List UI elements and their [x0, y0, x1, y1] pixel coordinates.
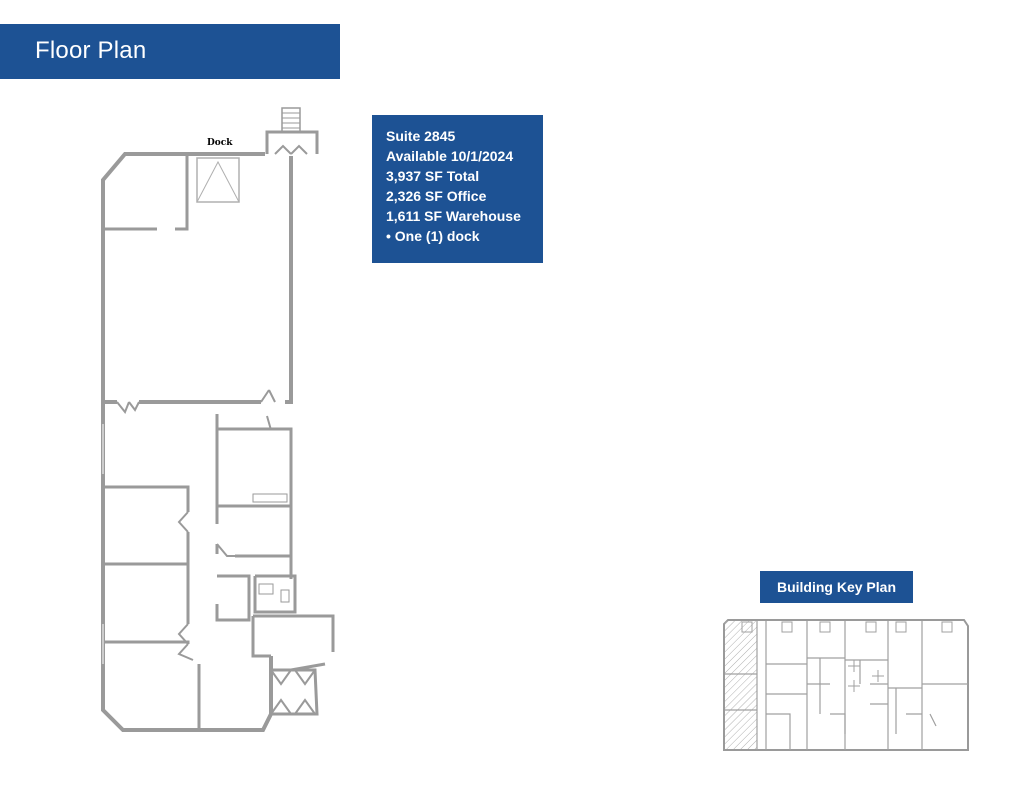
door-swing — [216, 543, 235, 557]
lobby-wall — [251, 614, 335, 672]
warehouse-sf: 1,611 SF Warehouse — [386, 208, 521, 224]
restroom-wall — [253, 574, 297, 614]
door-swing — [274, 144, 308, 155]
toilet — [280, 589, 290, 603]
door-swing — [177, 643, 194, 661]
office-wall — [217, 427, 293, 579]
canopy — [265, 130, 319, 154]
page-title-bar: Floor Plan — [0, 24, 340, 79]
office-wall — [103, 564, 190, 644]
highlighted-suite — [725, 621, 757, 749]
key-plan-label: Building Key Plan — [760, 571, 913, 603]
door-swing — [177, 511, 189, 533]
office-wall — [103, 485, 190, 566]
office-sf: 2,326 SF Office — [386, 188, 487, 204]
door-swing — [260, 389, 276, 431]
entry-vestibule — [271, 668, 319, 716]
dock-door — [196, 157, 240, 203]
page-title: Floor Plan — [35, 37, 147, 64]
dock-count: • One (1) dock — [386, 228, 480, 244]
suite-number: Suite 2845 — [386, 128, 456, 144]
availability-date: Available 10/1/2024 — [386, 148, 514, 164]
door-swing — [177, 623, 189, 645]
door-swing — [270, 669, 316, 686]
room-wall — [103, 156, 189, 231]
outer-wall — [101, 152, 273, 732]
building-key-plan — [723, 619, 969, 751]
restroom-wall — [215, 574, 251, 622]
building-outline — [723, 619, 969, 751]
dock-label: Dock — [207, 138, 233, 148]
suite-info-box: Suite 2845 Available 10/1/2024 3,937 SF … — [372, 115, 543, 263]
door-swing — [270, 698, 316, 715]
total-sf: 3,937 SF Total — [386, 168, 480, 184]
door-swing — [116, 401, 140, 414]
counter — [252, 493, 288, 503]
floor-plan-drawing: Dock — [101, 107, 335, 732]
sink — [258, 583, 274, 595]
